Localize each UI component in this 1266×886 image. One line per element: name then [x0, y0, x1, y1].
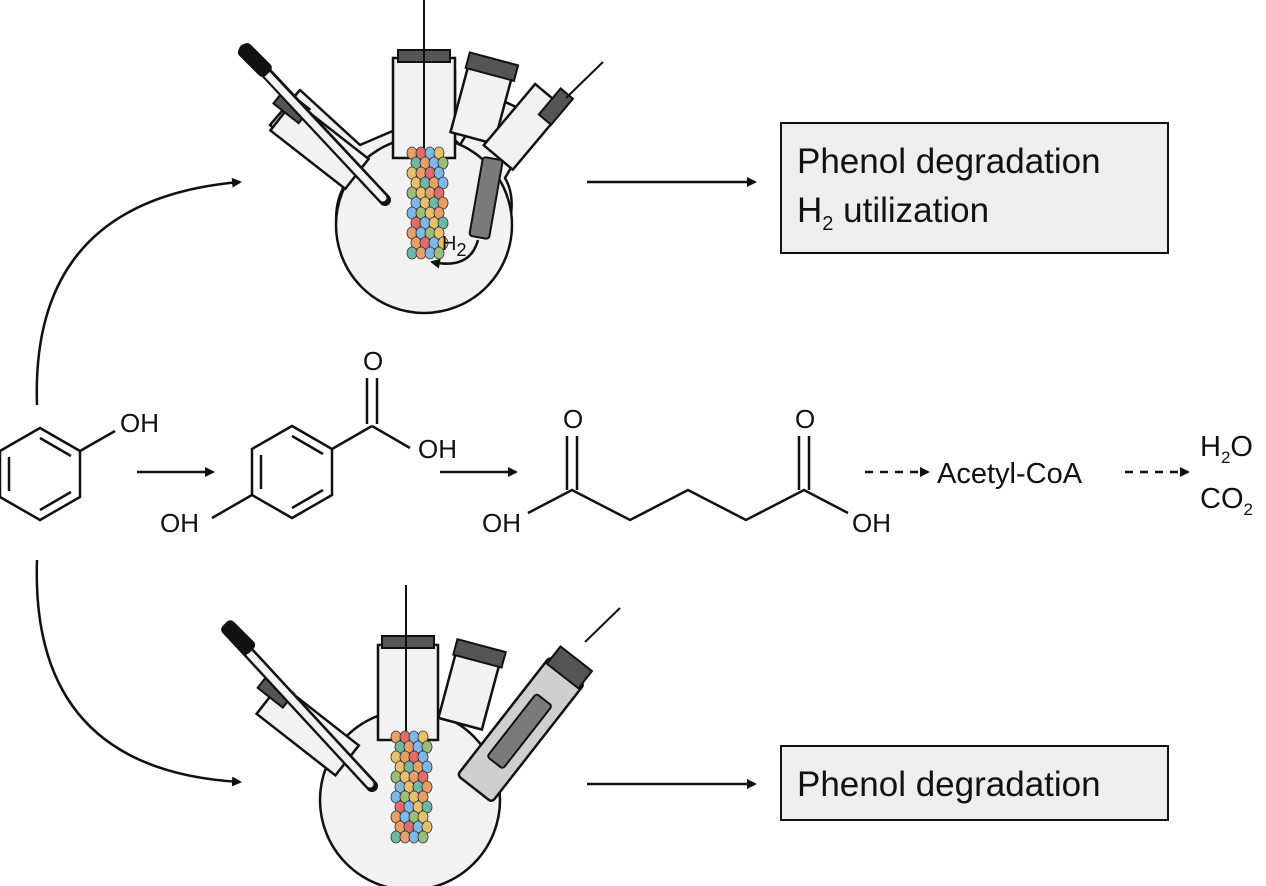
top-middle-port	[448, 51, 520, 146]
top-bead-column	[406, 146, 449, 260]
top-left-probe-handle	[237, 42, 272, 78]
bottom-middle-port	[436, 637, 507, 732]
top-outcome-box: Phenol degradation H2 utilization	[780, 122, 1169, 254]
phenol-structure	[0, 426, 116, 522]
top-outcome-line2: H2 utilization	[797, 191, 989, 235]
hba-ring-oh: OH	[160, 508, 199, 538]
phenol-oh-label: OH	[120, 408, 159, 438]
bottom-left-probe-handle	[221, 620, 256, 655]
hydroxybenzoate-structure	[211, 378, 411, 520]
bottom-outcome-box: Phenol degradation	[780, 745, 1169, 821]
bottom-right-wire	[584, 607, 621, 643]
top-right-arm	[481, 82, 567, 172]
product-co2: CO2	[1200, 483, 1253, 519]
glutarate-structure	[527, 436, 849, 522]
product-h2o: H2O	[1200, 431, 1253, 467]
glutarate-oh-left: OH	[482, 508, 521, 538]
top-right-cap	[537, 87, 575, 127]
arrow-phenol-to-top-reactor	[35, 177, 242, 406]
bottom-center-neck	[376, 643, 440, 742]
glutarate-o-right: O	[795, 404, 815, 434]
hba-acid-oh: OH	[418, 434, 457, 464]
top-h2-arrow	[430, 239, 480, 269]
bottom-right-sleeve	[457, 645, 594, 802]
glutarate-o-left: O	[563, 404, 583, 434]
top-right-wire	[565, 61, 604, 99]
top-reactor: H2	[237, 0, 604, 315]
top-left-probe-inner	[261, 68, 387, 202]
glutarate-oh-right: OH	[852, 508, 891, 538]
acetyl-coa-label: Acetyl-CoA	[937, 458, 1083, 490]
bottom-center-cap	[381, 635, 435, 649]
arrow-phenol-to-bottom-reactor	[35, 559, 242, 787]
top-electrode	[468, 156, 504, 240]
bottom-bead-column	[390, 730, 433, 844]
bottom-reactor	[221, 585, 621, 886]
bottom-left-probe-inner	[246, 650, 374, 788]
bottom-outcome-text: Phenol degradation	[797, 765, 1101, 804]
top-h2-label: H2	[442, 233, 466, 260]
top-outcome-line1: Phenol degradation	[797, 142, 1101, 181]
hba-carbonyl-o: O	[363, 346, 383, 376]
